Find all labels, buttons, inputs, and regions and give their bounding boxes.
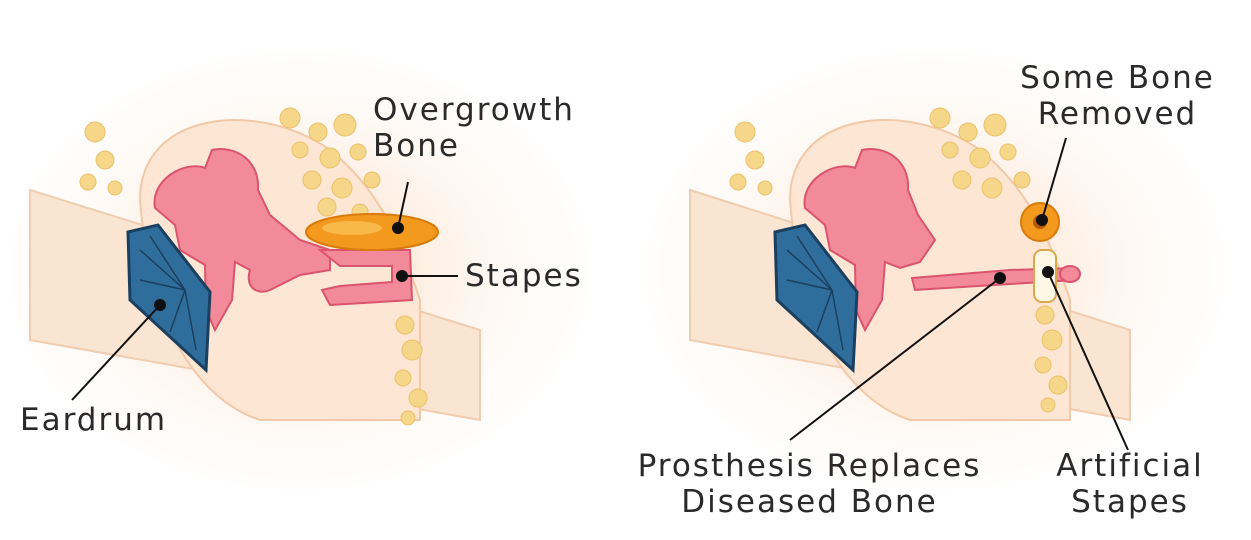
artificial-stapes-label-line2: Stapes xyxy=(1040,484,1220,520)
overgrowth-bone-label-line1: Overgrowth xyxy=(373,92,575,128)
artificial-stapes-label: Artificial Stapes xyxy=(1040,448,1220,520)
eardrum-label: Eardrum xyxy=(20,402,167,438)
stapes-label: Stapes xyxy=(465,258,583,294)
some-bone-removed-label-line1: Some Bone xyxy=(1010,60,1225,96)
overgrowth-bone-label: Overgrowth Bone xyxy=(373,92,575,164)
artificial-stapes-label-line1: Artificial xyxy=(1040,448,1220,484)
prosthesis-label-line2: Diseased Bone xyxy=(612,484,1007,520)
left-overgrowth-highlight xyxy=(322,221,382,235)
prosthesis-tip xyxy=(1060,266,1080,282)
prosthesis-label: Prosthesis Replaces Diseased Bone xyxy=(612,448,1007,520)
prosthesis-label-line1: Prosthesis Replaces xyxy=(612,448,1007,484)
some-bone-removed-label-line2: Removed xyxy=(1010,96,1225,132)
overgrowth-bone-label-line2: Bone xyxy=(373,128,575,164)
some-bone-removed-label: Some Bone Removed xyxy=(1010,60,1225,132)
eardrum-label-text: Eardrum xyxy=(20,402,167,438)
stapes-label-text: Stapes xyxy=(465,258,583,294)
